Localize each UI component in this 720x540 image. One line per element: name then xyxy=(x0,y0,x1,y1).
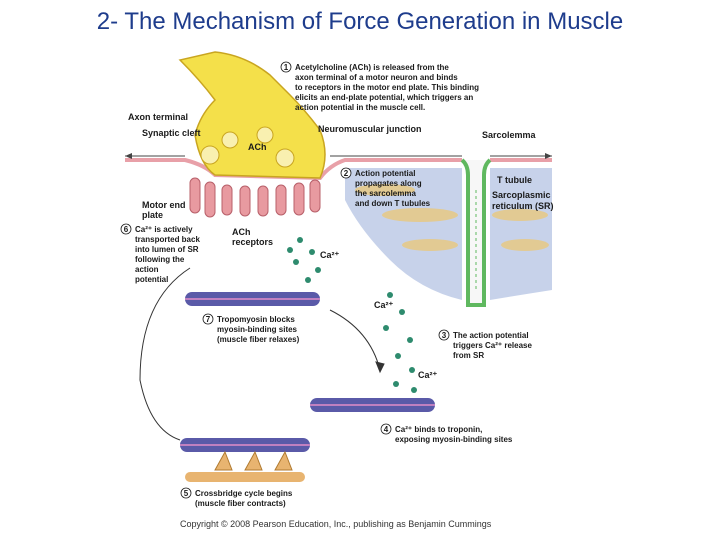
copyright-text: Copyright © 2008 Pearson Education, Inc.… xyxy=(180,519,492,529)
step-7-line-2: myosin-binding sites xyxy=(217,325,298,334)
step-5-line-2: (muscle fiber contracts) xyxy=(195,499,286,508)
label-ca-3: Ca²⁺ xyxy=(418,370,438,380)
step-7-badge xyxy=(202,313,214,325)
labels: Axon terminal Synaptic cleft ACh Neuromu… xyxy=(128,112,554,380)
step-4-line-1: Ca²⁺ binds to troponin, xyxy=(395,425,482,434)
step-3-line-3: from SR xyxy=(453,351,484,360)
label-neuromuscular-junction: Neuromuscular junction xyxy=(318,124,422,134)
filament-calcium-bound xyxy=(310,398,435,412)
step-6-line-4: following the xyxy=(135,255,185,264)
label-motor-end-plate-2: plate xyxy=(142,210,163,220)
label-sr-2: reticulum (SR) xyxy=(492,201,554,211)
step-7-number: 7 xyxy=(206,315,211,324)
step-1-line-4: elicits an end-plate potential, which tr… xyxy=(295,93,473,102)
step-4-line-2: exposing myosin-binding sites xyxy=(395,435,513,444)
step-3-line-2: triggers Ca²⁺ release xyxy=(453,341,532,350)
step-1-badge xyxy=(280,61,292,73)
step-3-badge xyxy=(438,329,450,341)
step-3-number: 3 xyxy=(442,331,447,340)
step-6-badge xyxy=(120,223,132,235)
step-5-badge xyxy=(180,487,192,499)
step-1-line-2: axon terminal of a motor neuron and bind… xyxy=(295,73,458,82)
step-2-line-2: propagates along xyxy=(355,179,422,188)
step-1-line-5: action potential in the muscle cell. xyxy=(295,103,425,112)
step-6-line-5: action xyxy=(135,265,159,274)
filament-contracting xyxy=(180,438,310,482)
step-5-line-1: Crossbridge cycle begins xyxy=(195,489,293,498)
step-2-line-1: Action potential xyxy=(355,169,415,178)
motor-end-plate xyxy=(189,177,321,218)
calcium-ions xyxy=(287,237,417,393)
step-7-line-1: Tropomyosin blocks xyxy=(217,315,295,324)
step-7-line-3: (muscle fiber relaxes) xyxy=(217,335,300,344)
step-1: 1 Acetylcholine (ACh) is released from th… xyxy=(280,61,479,112)
label-motor-end-plate-1: Motor end xyxy=(142,200,186,210)
step-6-line-6: potential xyxy=(135,275,168,284)
label-ach: ACh xyxy=(248,142,267,152)
step-4-number: 4 xyxy=(384,425,389,434)
filament-relaxed xyxy=(185,292,320,306)
label-sarcolemma: Sarcolemma xyxy=(482,130,537,140)
cycle-arrows xyxy=(139,267,385,441)
step-6-number: 6 xyxy=(124,225,129,234)
step-6-line-3: into lumen of SR xyxy=(135,245,199,254)
label-t-tubule: T tubule xyxy=(497,175,532,185)
label-ach-receptors-1: ACh xyxy=(232,227,251,237)
step-5-number: 5 xyxy=(184,489,189,498)
step-3-line-1: The action potential xyxy=(453,331,529,340)
step-1-line-1: Acetylcholine (ACh) is released from the xyxy=(295,63,449,72)
step-2-line-4: and down T tubules xyxy=(355,199,431,208)
step-6-line-1: Ca²⁺ is actively xyxy=(135,225,193,234)
axon-terminal xyxy=(178,51,326,179)
label-axon-terminal: Axon terminal xyxy=(128,112,188,122)
step-6-line-2: transported back xyxy=(135,235,200,244)
label-ach-receptors-2: receptors xyxy=(232,237,273,247)
step-2-badge xyxy=(340,167,352,179)
label-ca-2: Ca²⁺ xyxy=(374,300,394,310)
process-steps: 1 Acetylcholine (ACh) is released from th… xyxy=(120,61,532,508)
label-synaptic-cleft: Synaptic cleft xyxy=(142,128,201,138)
step-4-badge xyxy=(380,423,392,435)
step-5: 5 Crossbridge cycle begins(muscle fiber c… xyxy=(180,487,293,508)
step-2-line-3: the sarcolemma xyxy=(355,189,416,198)
sarcoplasmic-reticulum xyxy=(345,168,552,300)
t-tubule xyxy=(460,158,492,307)
label-ca-1: Ca²⁺ xyxy=(320,250,340,260)
step-1-line-3: to receptors in the motor end plate. Thi… xyxy=(295,83,479,92)
step-1-number: 1 xyxy=(284,63,289,72)
step-2-number: 2 xyxy=(344,169,349,178)
step-4: 4 Ca²⁺ binds to troponin,exposing myosin-… xyxy=(380,423,513,444)
page-title: 2- The Mechanism of Force Generation in … xyxy=(96,8,624,35)
label-sr-1: Sarcoplasmic xyxy=(492,190,551,200)
